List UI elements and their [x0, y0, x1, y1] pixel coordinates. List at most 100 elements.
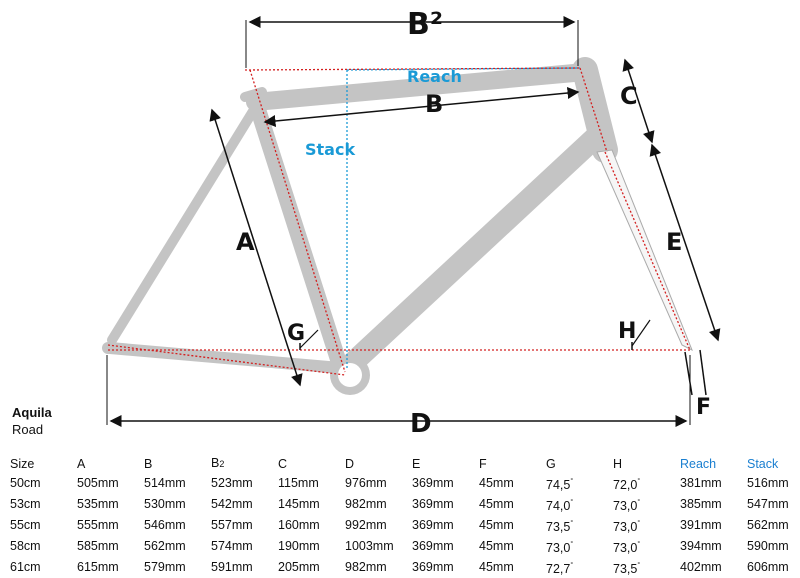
bike-frame: [102, 57, 618, 395]
table-cell: 591mm: [211, 560, 253, 574]
table-cell: 523mm: [211, 476, 253, 490]
table-cell: 73,0°: [546, 536, 613, 557]
column-header: F: [479, 456, 487, 471]
table-cell: 982mm: [345, 560, 387, 574]
table-cell: 562mm: [747, 518, 789, 532]
table-cell: 505mm: [77, 476, 119, 490]
table-cell: 74,0°: [546, 494, 613, 515]
label-b: B: [425, 90, 443, 118]
table-cell: 55cm: [10, 518, 41, 532]
model-name: Aquila: [12, 405, 52, 420]
column-header: Size: [10, 456, 35, 471]
degree-mark: °: [637, 499, 641, 506]
label-b2: B²: [407, 7, 443, 42]
label-e: E: [666, 228, 682, 256]
degree-mark: °: [570, 520, 574, 527]
table-cell: 557mm: [211, 518, 253, 532]
angle-value: 73,5: [613, 562, 638, 576]
table-cell: 45mm: [479, 497, 514, 511]
table-row: 50cm 505mm 514mm 523mm 115mm 976mm 369mm 45mm 74…: [10, 473, 789, 494]
table-cell: 579mm: [144, 560, 186, 574]
table-cell: 369mm: [412, 560, 454, 574]
label-f: F: [696, 395, 711, 420]
label-h: H: [618, 319, 636, 344]
column-header: G: [546, 456, 556, 471]
label-g: G: [287, 321, 305, 346]
table-cell: 590mm: [747, 539, 789, 553]
table-cell: 73,0°: [613, 536, 680, 557]
table-cell: 606mm: [747, 560, 789, 574]
angle-value: 73,5: [546, 520, 571, 534]
table-cell: 992mm: [345, 518, 387, 532]
table-cell: 58cm: [10, 539, 41, 553]
table-cell: 585mm: [77, 539, 119, 553]
table-cell: 391mm: [680, 518, 722, 532]
degree-mark: °: [570, 541, 574, 548]
table-cell: 73,5°: [546, 515, 613, 536]
table-cell: 73,0°: [613, 494, 680, 515]
table-cell: 145mm: [278, 497, 320, 511]
table-cell: 205mm: [278, 560, 320, 574]
column-header: B2: [211, 456, 225, 470]
table-cell: 45mm: [479, 476, 514, 490]
label-d: D: [410, 409, 432, 439]
table-cell: 381mm: [680, 476, 722, 490]
table-cell: 394mm: [680, 539, 722, 553]
degree-mark: °: [637, 520, 641, 527]
column-header: Stack: [747, 456, 779, 471]
table-row: 61cm 615mm 579mm 591mm 205mm 982mm 369mm 45mm 72…: [10, 557, 789, 578]
angle-value: 74,5: [546, 478, 571, 492]
table-cell: 50cm: [10, 476, 41, 490]
table-cell: 115mm: [278, 476, 319, 490]
column-header: E: [412, 456, 421, 471]
table-cell: 976mm: [345, 476, 387, 490]
table-cell: 369mm: [412, 476, 454, 490]
table-cell: 73,5°: [613, 557, 680, 578]
frame-diagram: B² B Reach Stack C A E G H D F: [102, 7, 721, 439]
label-a: A: [236, 228, 255, 256]
table-cell: 190mm: [278, 539, 320, 553]
label-c: C: [620, 82, 638, 110]
table-cell: 615mm: [77, 560, 119, 574]
table-cell: 542mm: [211, 497, 253, 511]
table-cell: 555mm: [77, 518, 119, 532]
column-header: H: [613, 456, 623, 471]
angle-value: 73,0: [546, 541, 571, 555]
column-header: Reach: [680, 456, 717, 471]
table-cell: 402mm: [680, 560, 722, 574]
table-cell: 514mm: [144, 476, 186, 490]
table-cell: 369mm: [412, 539, 454, 553]
degree-mark: °: [570, 562, 574, 569]
column-header: C: [278, 456, 288, 471]
table-cell: 61cm: [10, 560, 41, 574]
column-header: D: [345, 456, 355, 471]
table-cell: 546mm: [144, 518, 186, 532]
model-type: Road: [12, 422, 44, 437]
degree-mark: °: [570, 499, 574, 506]
table-cell: 45mm: [479, 518, 514, 532]
table-cell: 516mm: [747, 476, 789, 490]
angle-value: 73,0: [613, 499, 638, 513]
table-cell: 562mm: [144, 539, 186, 553]
table-cell: 369mm: [412, 497, 454, 511]
table-cell: 73,0°: [613, 515, 680, 536]
degree-mark: °: [637, 478, 641, 485]
table-cell: 45mm: [479, 560, 514, 574]
table-cell: 982mm: [345, 497, 387, 511]
label-reach: Reach: [407, 67, 462, 86]
model-info: Aquila Road: [12, 404, 52, 438]
angle-value: 72,7: [546, 562, 571, 576]
table-cell: 45mm: [479, 539, 514, 553]
angle-value: 74,0: [546, 499, 571, 513]
degree-mark: °: [570, 478, 574, 485]
table-cell: 530mm: [144, 497, 186, 511]
angle-value: 73,0: [613, 541, 638, 555]
table-cell: 369mm: [412, 518, 454, 532]
table-cell: 385mm: [680, 497, 722, 511]
column-header: B: [144, 456, 153, 471]
angle-value: 73,0: [613, 520, 638, 534]
